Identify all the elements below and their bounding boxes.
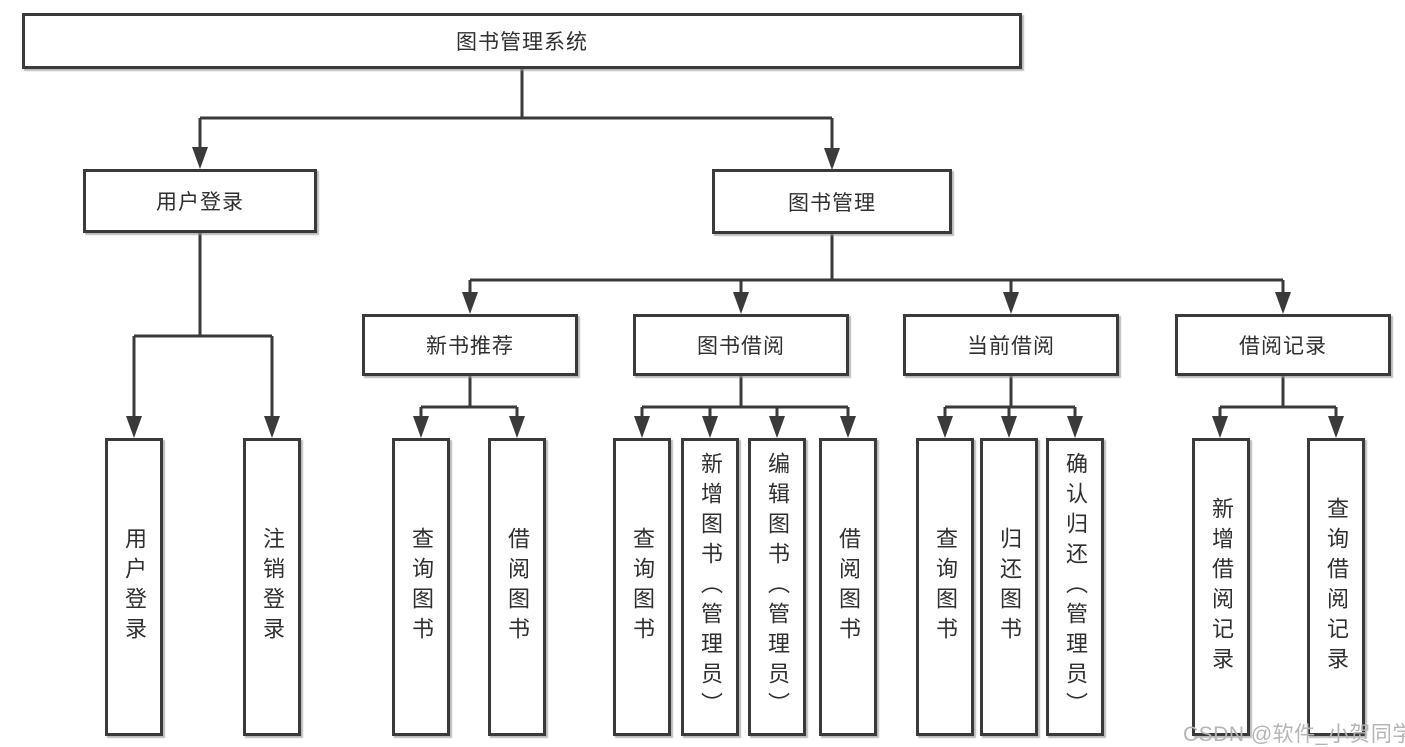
node-current-borrowing: 当前借阅 <box>903 314 1119 376</box>
node-label: 新增图书（管理员） <box>698 452 723 722</box>
leaf-add-books-admin: 新增图书（管理员） <box>681 438 739 736</box>
leaf-query-books: 查询图书 <box>392 438 450 736</box>
node-label: 图书借阅 <box>697 335 785 358</box>
node-label: 新书推荐 <box>426 335 514 358</box>
leaf-query-books: 查询图书 <box>916 438 974 736</box>
node-label: 借阅图书 <box>505 527 530 647</box>
node-library-management-system: 图书管理系统 <box>22 13 1022 69</box>
leaf-borrow-books: 借阅图书 <box>819 438 877 736</box>
leaf-borrow-books: 借阅图书 <box>488 438 546 736</box>
node-label: 用户登录 <box>122 527 147 647</box>
node-user-login: 用户登录 <box>83 169 317 233</box>
arrowheads <box>126 147 1344 438</box>
node-label: 借阅图书 <box>836 527 861 647</box>
node-label: 确认归还（管理员） <box>1063 452 1088 722</box>
node-label: 查询图书 <box>409 527 434 647</box>
leaf-user-login: 用户登录 <box>105 438 163 736</box>
node-label: 用户登录 <box>156 191 244 214</box>
node-label: 借阅记录 <box>1239 335 1327 358</box>
node-label: 新增借阅记录 <box>1209 497 1234 677</box>
node-label: 查询图书 <box>630 527 655 647</box>
leaf-confirm-return-admin: 确认归还（管理员） <box>1046 438 1104 736</box>
node-label: 查询借阅记录 <box>1324 497 1349 677</box>
leaf-edit-books-admin: 编辑图书（管理员） <box>748 438 806 736</box>
leaf-logout: 注销登录 <box>243 438 301 736</box>
node-label: 当前借阅 <box>967 335 1055 358</box>
node-label: 查询图书 <box>933 527 958 647</box>
node-label: 归还图书 <box>997 527 1022 647</box>
node-new-book-recommendation: 新书推荐 <box>362 314 578 376</box>
leaf-return-books: 归还图书 <box>980 438 1038 736</box>
node-label: 编辑图书（管理员） <box>765 452 790 722</box>
node-book-management: 图书管理 <box>712 169 952 234</box>
node-label: 注销登录 <box>260 527 285 647</box>
leaf-query-borrow-record: 查询借阅记录 <box>1307 438 1365 736</box>
node-label: 图书管理系统 <box>456 31 588 54</box>
node-book-borrowing: 图书借阅 <box>633 314 849 376</box>
node-label: 图书管理 <box>788 191 876 215</box>
leaf-add-borrow-record: 新增借阅记录 <box>1192 438 1250 736</box>
csdn-watermark: CSDN @软件_小贺同学 <box>1183 723 1405 746</box>
leaf-query-books: 查询图书 <box>613 438 671 736</box>
node-borrowing-records: 借阅记录 <box>1175 314 1391 376</box>
